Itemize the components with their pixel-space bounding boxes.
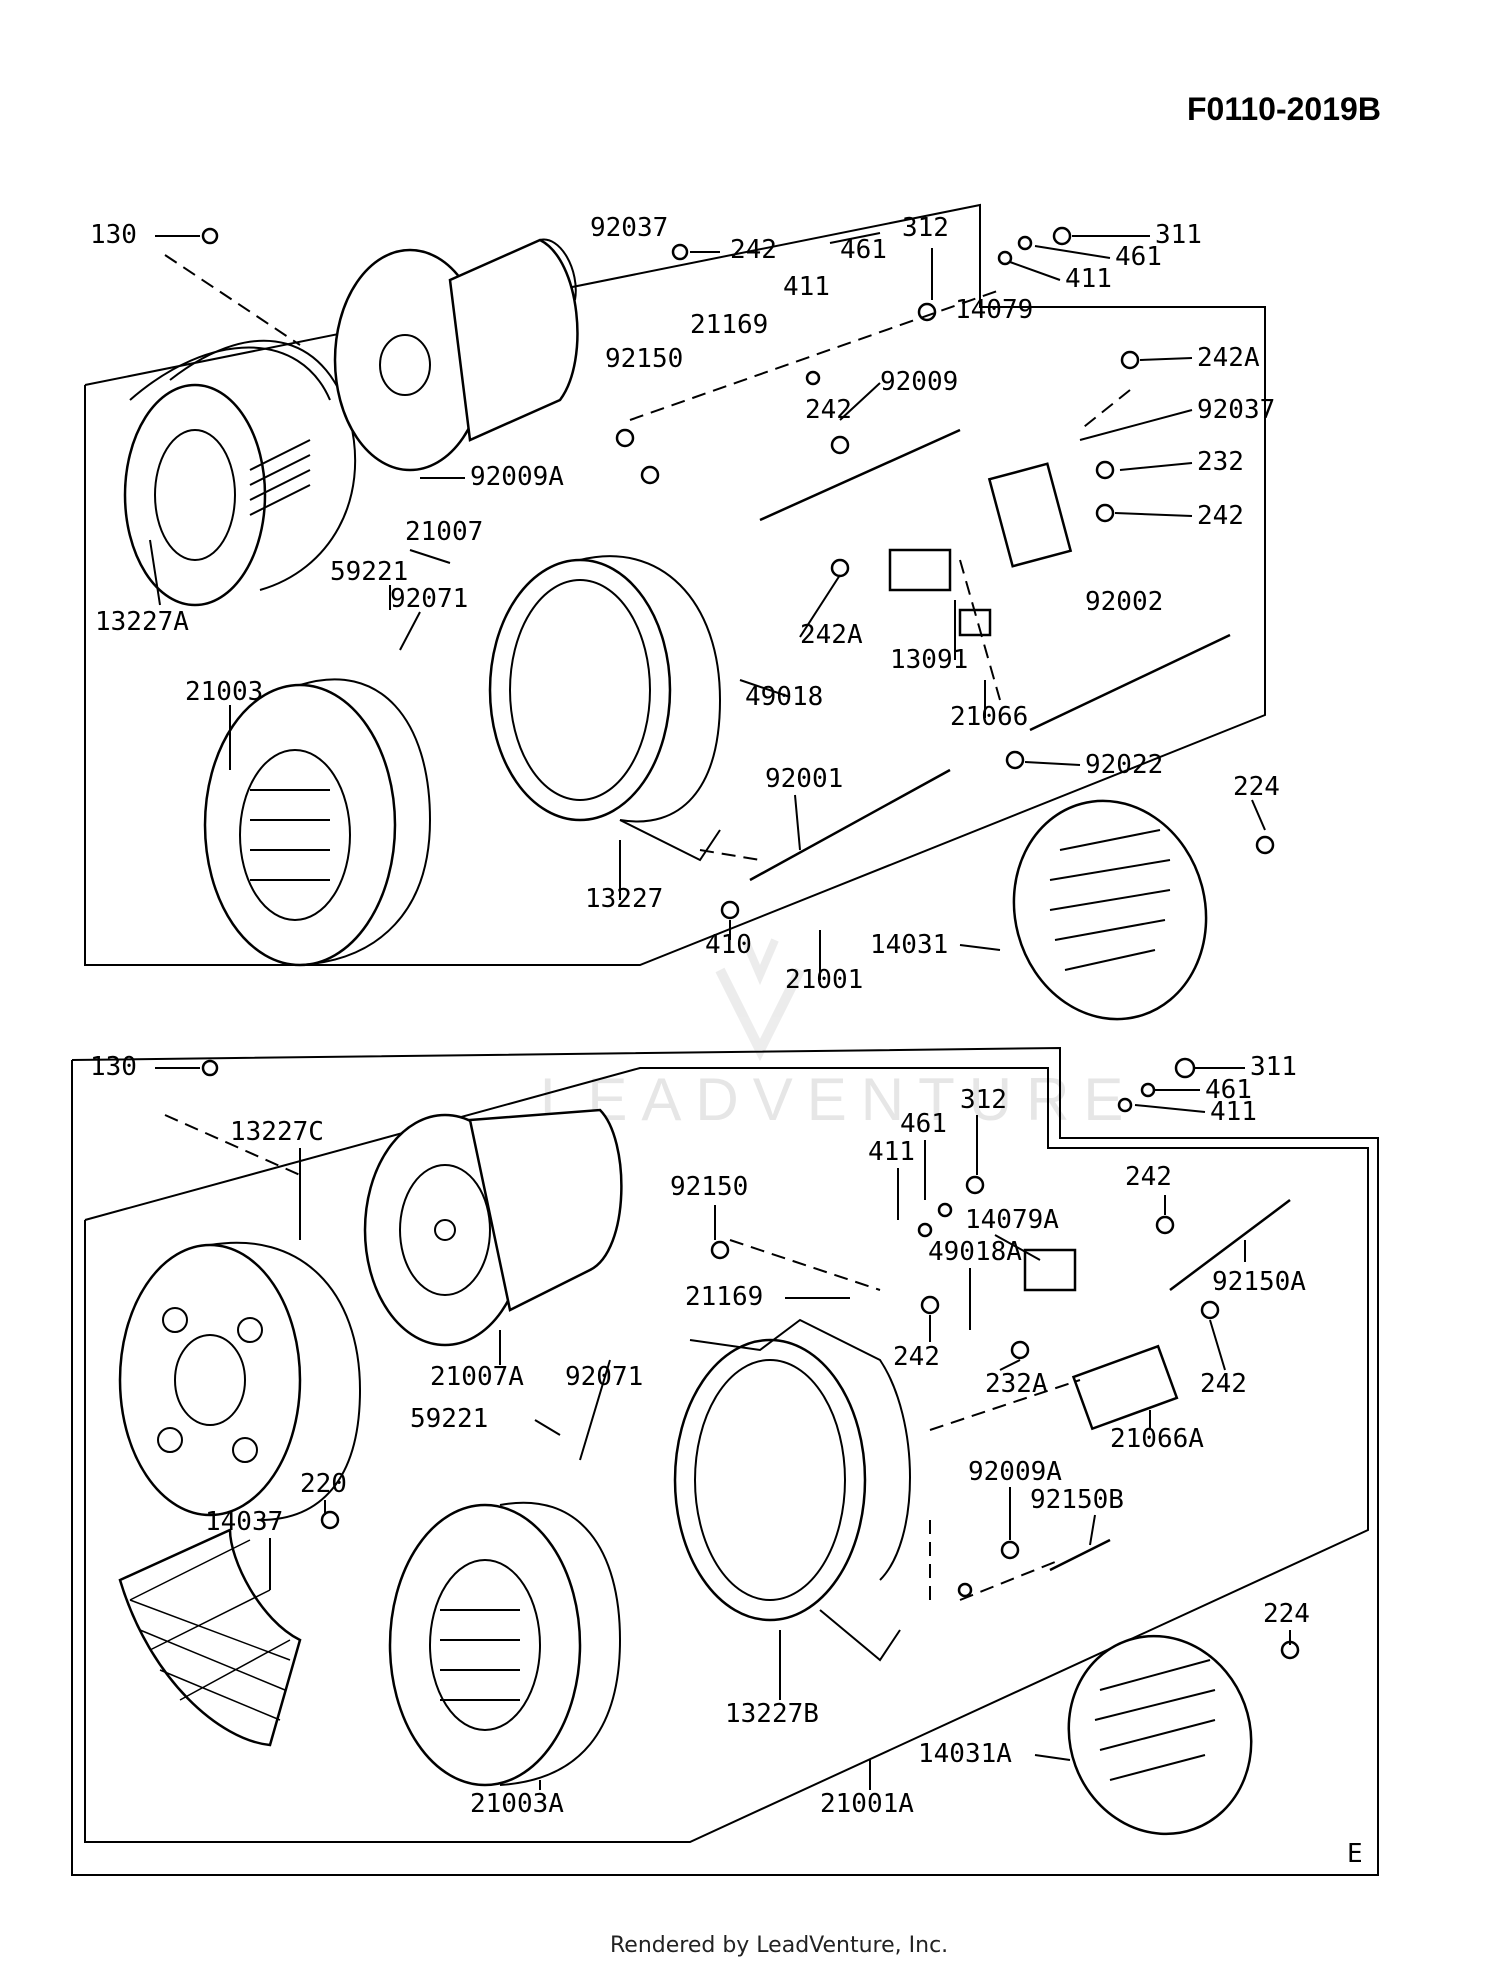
label-312: 312	[902, 213, 949, 243]
part-21003a-stator	[388, 1501, 622, 1787]
part-14031a-cover	[1067, 1634, 1253, 1836]
label-13227a: 13227A	[95, 607, 189, 637]
label-92037: 92037	[590, 213, 668, 243]
label-14031: 14031	[870, 930, 948, 960]
part-14037-screen	[118, 1528, 302, 1747]
upper-fasteners	[201, 226, 1275, 920]
label-411b: 411	[783, 272, 830, 302]
label-92071: 92071	[390, 584, 468, 614]
label-14079: 14079	[955, 295, 1033, 325]
label-14037: 14037	[205, 1507, 283, 1537]
upper-panel: 130 92037 242 461 312 311 461 411 411 21…	[84, 203, 1280, 1021]
label-411b-lower: 411	[868, 1137, 915, 1167]
label-21001a: 21001A	[820, 1789, 914, 1819]
label-13227c: 13227C	[230, 1117, 324, 1147]
label-14031a: 14031A	[918, 1739, 1012, 1769]
part-21007a-rotor	[363, 1108, 623, 1347]
label-461b: 461	[1115, 242, 1162, 272]
upper-panel-border	[84, 203, 1266, 966]
upper-leaders	[149, 232, 1266, 980]
label-312-lower: 312	[960, 1085, 1007, 1115]
label-242: 242	[730, 235, 777, 265]
part-92002-bolt	[1029, 633, 1231, 732]
label-92150a: 92150A	[1212, 1267, 1306, 1297]
label-21066: 21066	[950, 702, 1028, 732]
label-21007: 21007	[405, 517, 483, 547]
label-21169: 21169	[690, 310, 768, 340]
footer-credit: Rendered by LeadVenture, Inc.	[610, 1933, 948, 1958]
label-130: 130	[90, 220, 137, 250]
label-21003a: 21003A	[470, 1789, 564, 1819]
label-21169-lower: 21169	[685, 1282, 763, 1312]
watermark-logo	[715, 938, 805, 1062]
diagram-code: F0110-2019B	[1187, 91, 1381, 127]
label-242a: 242A	[1197, 343, 1260, 373]
part-92150b-bolt	[1049, 1538, 1111, 1572]
label-92150b: 92150B	[1030, 1485, 1124, 1515]
part-21066-regulator	[888, 462, 1073, 637]
label-59221-lower: 59221	[410, 1404, 488, 1434]
label-461b-lower: 461	[900, 1109, 947, 1139]
lower-guide-lines	[164, 1114, 1081, 1601]
label-461-lower: 461	[1205, 1075, 1252, 1105]
label-92009a: 92009A	[470, 462, 564, 492]
label-410: 410	[705, 930, 752, 960]
label-13091: 13091	[890, 645, 968, 675]
lower-panel: 130 311 312 461 461 411 411 13227C 92150…	[71, 1046, 1379, 1876]
label-224-lower: 224	[1263, 1599, 1310, 1629]
label-92150: 92150	[605, 344, 683, 374]
label-130-lower: 130	[90, 1052, 137, 1082]
label-21066a: 21066A	[1110, 1424, 1204, 1454]
label-92037b: 92037	[1197, 395, 1275, 425]
lower-leaders	[155, 1067, 1291, 1790]
label-13227b: 13227B	[725, 1699, 819, 1729]
label-411-lower: 411	[1210, 1097, 1257, 1127]
part-13227b-housing	[673, 1318, 911, 1662]
label-224: 224	[1233, 772, 1280, 802]
label-21001: 21001	[785, 965, 863, 995]
part-21066a-regulator	[1023, 1248, 1179, 1431]
lower-panel-border	[71, 1046, 1379, 1876]
label-59221: 59221	[330, 557, 408, 587]
lower-labels: 130 311 312 461 461 411 411 13227C 92150…	[90, 1052, 1310, 1819]
part-92150a-bolt	[1169, 1199, 1291, 1291]
watermark: LEADVENTURE	[540, 1066, 1137, 1133]
label-232: 232	[1197, 447, 1244, 477]
part-13227-housing	[488, 555, 722, 862]
corner-mark: E	[1347, 1839, 1363, 1869]
label-311: 311	[1155, 220, 1202, 250]
part-92009-bolt	[759, 428, 961, 522]
label-92002: 92002	[1085, 587, 1163, 617]
label-21003: 21003	[185, 677, 263, 707]
label-232a: 232A	[985, 1369, 1048, 1399]
part-92001-bolt	[749, 768, 951, 882]
label-13227: 13227	[585, 884, 663, 914]
lower-inner-box	[84, 1067, 1369, 1843]
part-13227c-housing	[118, 1241, 362, 1521]
label-242c: 242	[805, 395, 852, 425]
lower-fasteners	[201, 1057, 1300, 1660]
label-92150-lower: 92150	[670, 1172, 748, 1202]
label-14079a: 14079A	[965, 1205, 1059, 1235]
label-242c-lower: 242	[1200, 1369, 1247, 1399]
part-21003-stator	[203, 678, 432, 967]
label-242d: 242	[1197, 501, 1244, 531]
part-14031-cover	[1012, 799, 1208, 1021]
label-92009: 92009	[880, 367, 958, 397]
label-311-lower: 311	[1250, 1052, 1297, 1082]
upper-labels: 130 92037 242 461 312 311 461 411 411 21…	[90, 213, 1280, 995]
label-242b-lower: 242	[893, 1342, 940, 1372]
upper-guide-lines	[164, 254, 1131, 861]
label-21007a: 21007A	[430, 1362, 524, 1392]
label-220: 220	[300, 1469, 347, 1499]
part-13227a-cover	[123, 339, 357, 607]
label-242-lower: 242	[1125, 1162, 1172, 1192]
label-242a-2: 242A	[800, 620, 863, 650]
label-92022: 92022	[1085, 750, 1163, 780]
label-411: 411	[1065, 264, 1112, 294]
part-21007-rotor	[333, 238, 579, 472]
label-92001: 92001	[765, 764, 843, 794]
label-92009a-lower: 92009A	[968, 1457, 1062, 1487]
